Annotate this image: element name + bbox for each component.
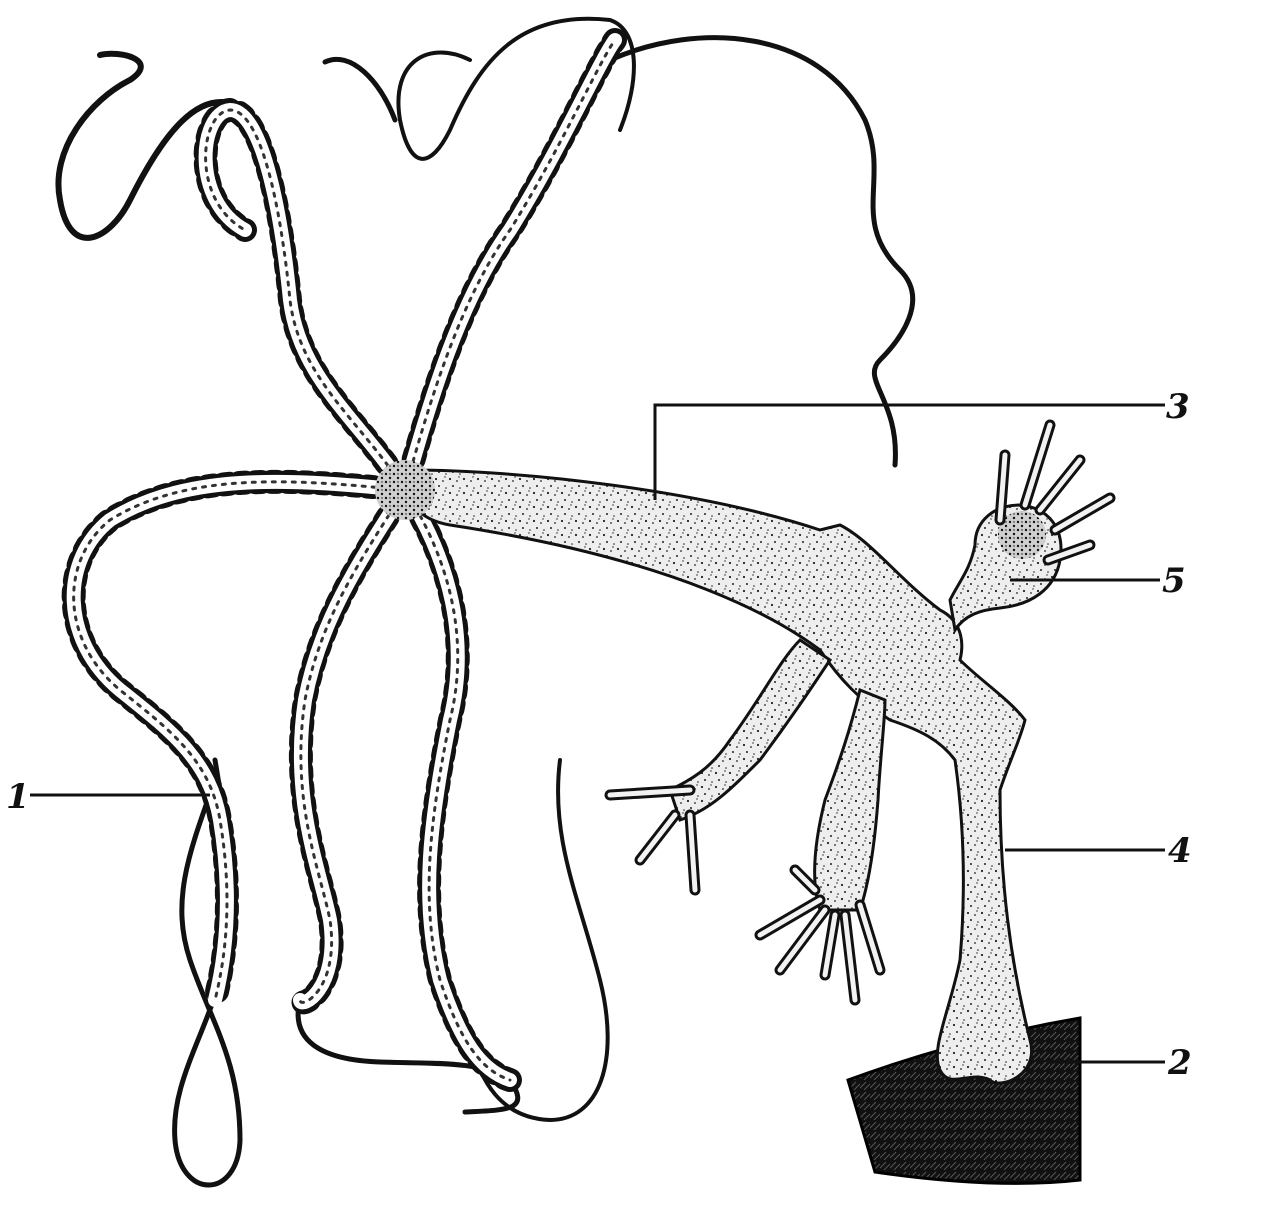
label-2: 2: [1167, 1043, 1192, 1083]
label-3: 3: [1166, 387, 1190, 427]
main-polyp-tentacles: [74, 40, 615, 1080]
label-4: 4: [1168, 831, 1192, 871]
leader-line-3: [655, 405, 1165, 500]
hydra-body: [375, 460, 1061, 1083]
label-1: 1: [6, 777, 30, 817]
label-5: 5: [1162, 561, 1186, 601]
bud-middle: [815, 690, 885, 910]
hypostome: [375, 460, 435, 520]
